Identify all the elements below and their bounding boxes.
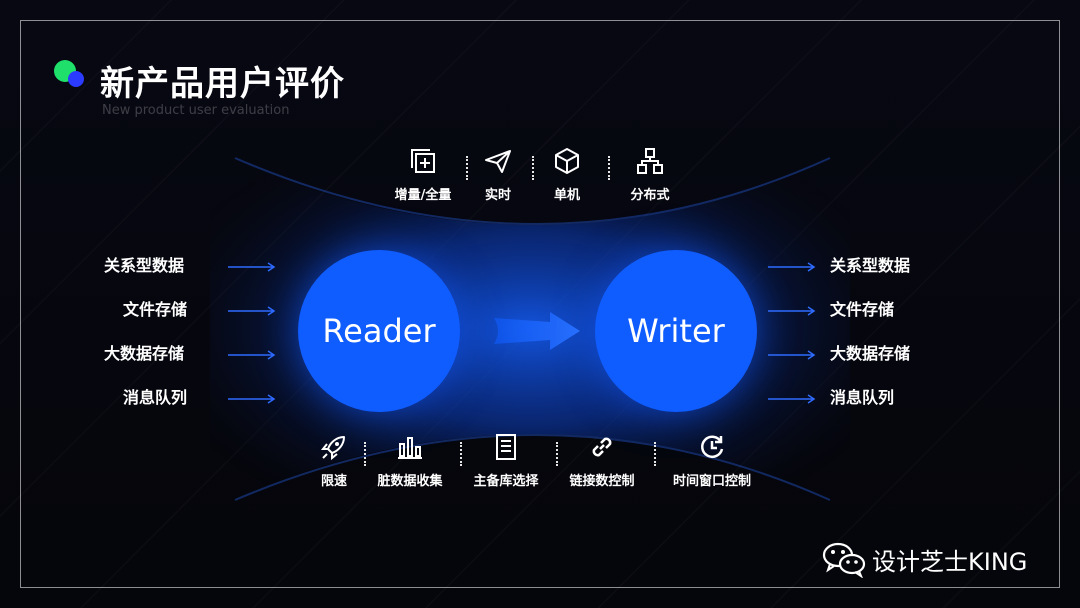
target-label: 大数据存储 bbox=[830, 344, 911, 363]
link-icon bbox=[592, 437, 612, 457]
feature-label: 脏数据收集 bbox=[377, 474, 443, 489]
separator bbox=[364, 442, 366, 466]
source-label: 大数据存储 bbox=[104, 344, 185, 363]
feature-rate-limit: 限速 bbox=[312, 432, 356, 489]
feature-time-window: 时间窗口控制 bbox=[664, 432, 760, 489]
reader-node: Reader bbox=[298, 250, 460, 412]
arrow-right-icon bbox=[228, 394, 276, 404]
bar-chart-icon bbox=[398, 437, 422, 459]
list-item: 关系型数据 bbox=[760, 250, 960, 294]
clock-refresh-icon bbox=[701, 435, 724, 459]
list-item: 消息队列 bbox=[70, 382, 276, 426]
feature-connection-control: 链接数控制 bbox=[564, 432, 640, 489]
add-copy-icon bbox=[411, 149, 435, 173]
feature-label: 时间窗口控制 bbox=[672, 474, 751, 489]
feature-db-select: 主备库选择 bbox=[468, 432, 544, 489]
source-label: 文件存储 bbox=[123, 300, 188, 319]
target-label: 消息队列 bbox=[830, 388, 895, 407]
separator bbox=[654, 442, 656, 466]
cube-icon bbox=[555, 148, 579, 174]
arrow-right-icon bbox=[228, 306, 276, 316]
separator bbox=[466, 156, 468, 180]
flow-arrow-icon bbox=[494, 312, 580, 350]
bottom-features: 限速 脏数据收集 主备库选择 链接数控制 时间窗 bbox=[306, 432, 776, 502]
feature-label: 实时 bbox=[484, 188, 511, 203]
page-title: 新产品用户评价 bbox=[100, 64, 345, 104]
brand-watermark: 设计芝士KING bbox=[872, 548, 1028, 576]
arrow-right-icon bbox=[768, 262, 816, 272]
top-features: 增量/全量 实时 单机 分布式 bbox=[380, 146, 690, 216]
paper-plane-icon bbox=[485, 150, 511, 173]
arrow-right-icon bbox=[228, 350, 276, 360]
feature-dirty-data: 脏数据收集 bbox=[372, 432, 448, 489]
feature-label: 增量/全量 bbox=[394, 188, 452, 203]
arrow-right-icon bbox=[768, 394, 816, 404]
source-label: 消息队列 bbox=[123, 388, 188, 407]
source-label: 关系型数据 bbox=[104, 256, 185, 275]
feature-distributed: 分布式 bbox=[620, 146, 680, 203]
list-item: 大数据存储 bbox=[760, 338, 960, 382]
feature-label: 分布式 bbox=[630, 188, 670, 203]
wechat-icon bbox=[822, 542, 866, 578]
feature-standalone: 单机 bbox=[544, 146, 590, 203]
feature-incremental: 增量/全量 bbox=[388, 146, 458, 203]
list-item: 关系型数据 bbox=[70, 250, 276, 294]
separator bbox=[608, 156, 610, 180]
list-item: 文件存储 bbox=[70, 294, 276, 338]
arrow-right-icon bbox=[768, 306, 816, 316]
source-list: 关系型数据 文件存储 大数据存储 消息队列 bbox=[70, 250, 276, 426]
logo-dots-icon bbox=[54, 60, 86, 90]
feature-label: 限速 bbox=[320, 474, 347, 489]
distributed-nodes-icon bbox=[637, 148, 663, 174]
target-list: 关系型数据 文件存储 大数据存储 消息队列 bbox=[760, 250, 960, 426]
target-label: 文件存储 bbox=[830, 300, 895, 319]
list-item: 大数据存储 bbox=[70, 338, 276, 382]
list-item: 文件存储 bbox=[760, 294, 960, 338]
rocket-icon bbox=[320, 436, 345, 461]
feature-realtime: 实时 bbox=[476, 146, 520, 203]
page-subtitle: New product user evaluation bbox=[102, 103, 290, 118]
separator bbox=[556, 442, 558, 466]
arrow-right-icon bbox=[768, 350, 816, 360]
slide-frame bbox=[20, 20, 1060, 588]
list-item: 消息队列 bbox=[760, 382, 960, 426]
feature-label: 主备库选择 bbox=[473, 474, 539, 489]
server-list-icon bbox=[496, 434, 516, 460]
target-label: 关系型数据 bbox=[830, 256, 911, 275]
writer-node: Writer bbox=[595, 250, 757, 412]
separator bbox=[532, 156, 534, 180]
feature-label: 单机 bbox=[553, 188, 580, 203]
separator bbox=[460, 442, 462, 466]
feature-label: 链接数控制 bbox=[569, 474, 635, 489]
arrow-right-icon bbox=[228, 262, 276, 272]
